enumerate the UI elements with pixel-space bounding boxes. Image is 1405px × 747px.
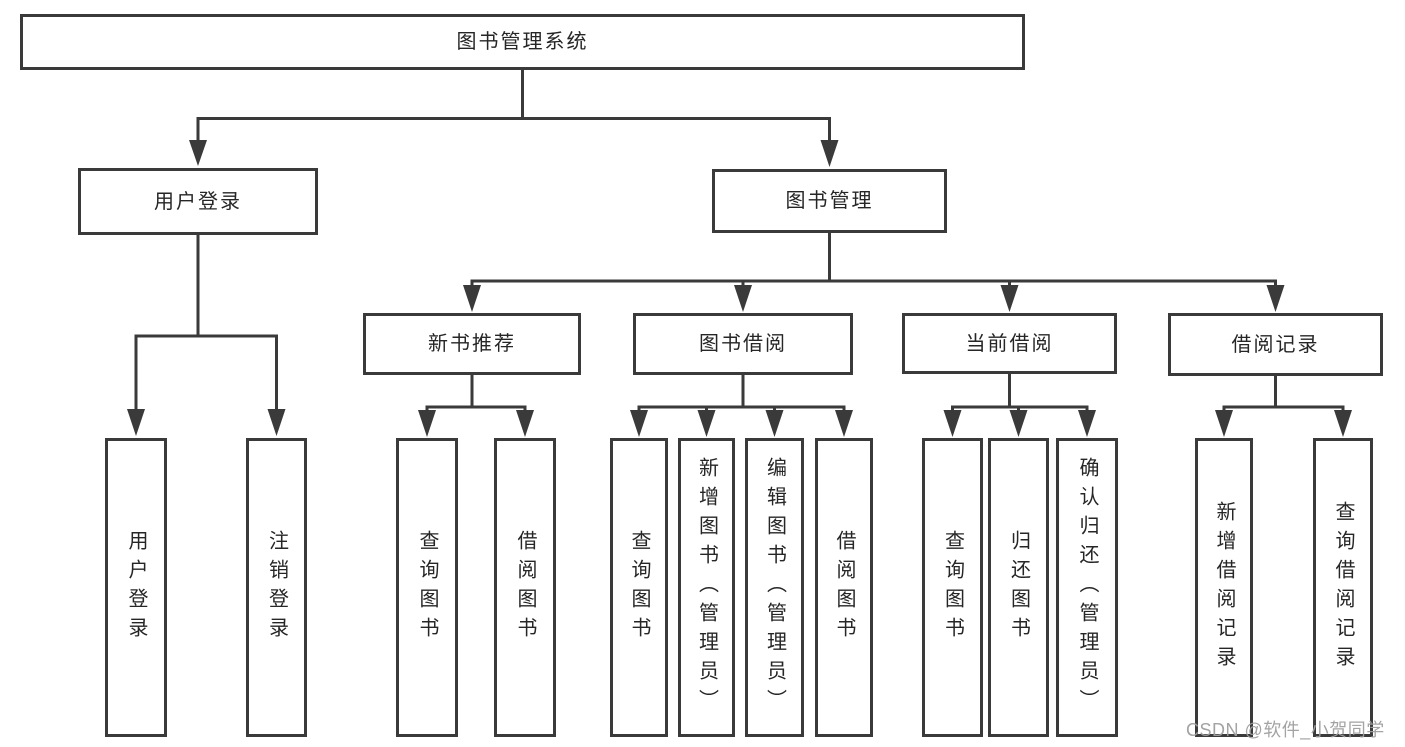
leaf-add-borrowing-record: 新增借阅记录	[1195, 438, 1253, 737]
connector-user-login-stems	[134, 336, 278, 411]
leaf-borrow-books-recommendation: 借阅图书	[494, 438, 556, 737]
node-label: 新书推荐	[428, 333, 516, 355]
leaf-label: 编辑图书（管理员）	[763, 457, 786, 718]
leaf-query-books-current: 查询图书	[922, 438, 983, 737]
arrowhead-user-login	[189, 140, 207, 166]
arrowhead-new-book-rec	[463, 285, 481, 312]
node-new-book-recommendation: 新书推荐	[363, 313, 581, 375]
csdn-watermark: CSDN @软件_小贺同学	[1186, 720, 1385, 740]
leaf-label: 归还图书	[1007, 529, 1030, 646]
leaf-label: 注销登录	[265, 529, 288, 646]
node-book-management: 图书管理	[712, 169, 947, 233]
node-label: 图书借阅	[699, 333, 787, 355]
leaf-add-books-admin: 新增图书（管理员）	[678, 438, 735, 737]
arrowhead-book-management	[820, 140, 839, 167]
connector-level2-stems	[196, 118, 831, 141]
leaf-label: 确认归还（管理员）	[1076, 457, 1098, 718]
arrowhead-leaf-logout	[267, 409, 286, 436]
leaf-label: 用户登录	[125, 529, 147, 646]
arrowhead-book-borrowing	[734, 285, 752, 312]
arrowhead-current-borrowing	[1000, 285, 1019, 312]
leaf-label: 借阅图书	[514, 529, 536, 646]
leaf-label: 查询借阅记录	[1332, 500, 1354, 675]
leaf-query-books-recommendation: 查询图书	[396, 438, 458, 737]
node-label: 图书管理	[785, 190, 874, 212]
node-current-borrowing: 当前借阅	[902, 313, 1117, 374]
leaf-label: 查询图书	[941, 529, 964, 646]
node-label: 当前借阅	[965, 332, 1054, 355]
node-user-login: 用户登录	[78, 168, 318, 235]
connector-book-borrowing-stems	[637, 407, 846, 412]
arrowhead-leaf-login	[127, 409, 145, 436]
leaf-query-books-borrowing: 查询图书	[610, 438, 668, 737]
leaf-label: 新增借阅记录	[1213, 500, 1235, 675]
leaf-confirm-return-admin: 确认归还（管理员）	[1056, 438, 1118, 737]
leaf-query-borrowing-record: 查询借阅记录	[1313, 438, 1373, 737]
leaf-label: 查询图书	[416, 529, 438, 646]
node-book-borrowing: 图书借阅	[633, 313, 853, 375]
node-label: 借阅记录	[1231, 333, 1320, 356]
arrowhead-borrowing-records	[1266, 285, 1285, 312]
leaf-label: 新增图书（管理员）	[695, 457, 718, 718]
leaf-edit-books-admin: 编辑图书（管理员）	[745, 438, 804, 737]
node-borrowing-records: 借阅记录	[1168, 313, 1383, 376]
node-label: 用户登录	[154, 190, 242, 213]
leaf-borrow-books-borrowing: 借阅图书	[815, 438, 873, 737]
leaf-logout: 注销登录	[246, 438, 307, 737]
connector-level3-stems	[470, 281, 1277, 287]
leaf-return-books: 归还图书	[988, 438, 1049, 737]
leaf-label: 查询图书	[628, 529, 650, 646]
node-label: 图书管理系统	[456, 31, 589, 53]
leaf-user-login: 用户登录	[105, 438, 167, 737]
node-book-management-system: 图书管理系统	[20, 14, 1025, 70]
leaf-label: 借阅图书	[833, 529, 855, 646]
